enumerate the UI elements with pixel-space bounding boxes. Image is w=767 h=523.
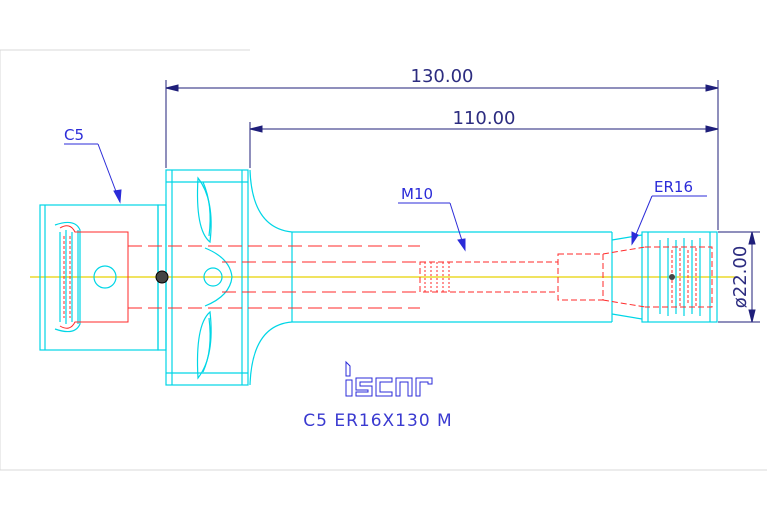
- iscar-logo: [345, 360, 433, 397]
- tool-outline: [39, 169, 718, 386]
- caption: C5 ER16X130 M: [303, 411, 452, 431]
- sheet-border: [0, 49, 767, 471]
- label-shank: C5: [64, 126, 84, 144]
- dim-gauge-length: 110.00: [453, 108, 516, 129]
- dim-overall-length: 130.00: [411, 66, 474, 87]
- center-hole-left: [155, 270, 169, 284]
- leader-lines: [64, 143, 707, 252]
- hidden-lines: [59, 225, 713, 329]
- dimension-lines: [165, 80, 760, 323]
- label-collet: ER16: [654, 178, 693, 196]
- dim-diameter: ø22.00: [730, 246, 751, 309]
- label-thread: M10: [401, 185, 433, 203]
- center-hole-right: [669, 274, 675, 280]
